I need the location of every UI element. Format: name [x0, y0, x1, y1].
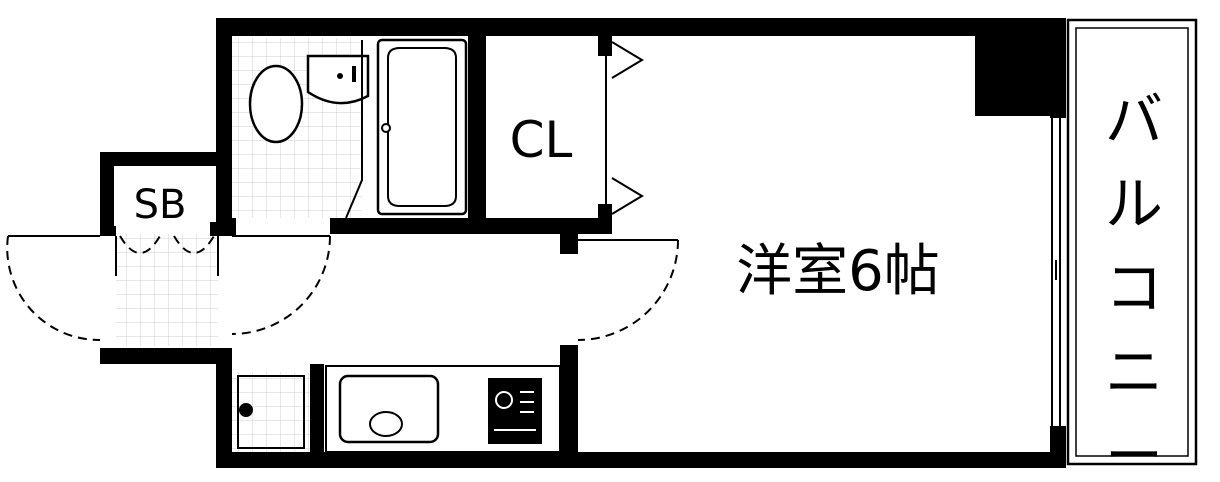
bathroom-fixtures	[248, 38, 468, 219]
bathtub-icon	[376, 38, 468, 216]
balcony-window	[1051, 118, 1061, 426]
room-door-arc	[577, 239, 679, 341]
laundry-area	[237, 375, 305, 449]
balcony	[1066, 18, 1198, 466]
closet-label: CL	[510, 111, 573, 169]
swing-doors	[6, 235, 679, 342]
wash-basin-icon	[306, 54, 370, 105]
interior-walls	[100, 36, 612, 468]
western-room-label: 洋室6帖	[736, 239, 940, 304]
toilet-icon	[248, 64, 304, 144]
drain-icon	[239, 403, 253, 417]
entrance-door-arc	[6, 235, 101, 342]
shoe-box-label: SB	[134, 182, 187, 228]
shoe-box-doors	[115, 235, 219, 276]
kitchen-sink-icon	[338, 374, 440, 444]
entrance-floor	[116, 234, 218, 346]
washroom-door-arc	[231, 235, 331, 335]
kitchen	[325, 365, 561, 453]
balcony-label: バルコニー	[1105, 86, 1163, 482]
outer-walls	[100, 18, 1066, 468]
closet-doors	[605, 41, 644, 215]
